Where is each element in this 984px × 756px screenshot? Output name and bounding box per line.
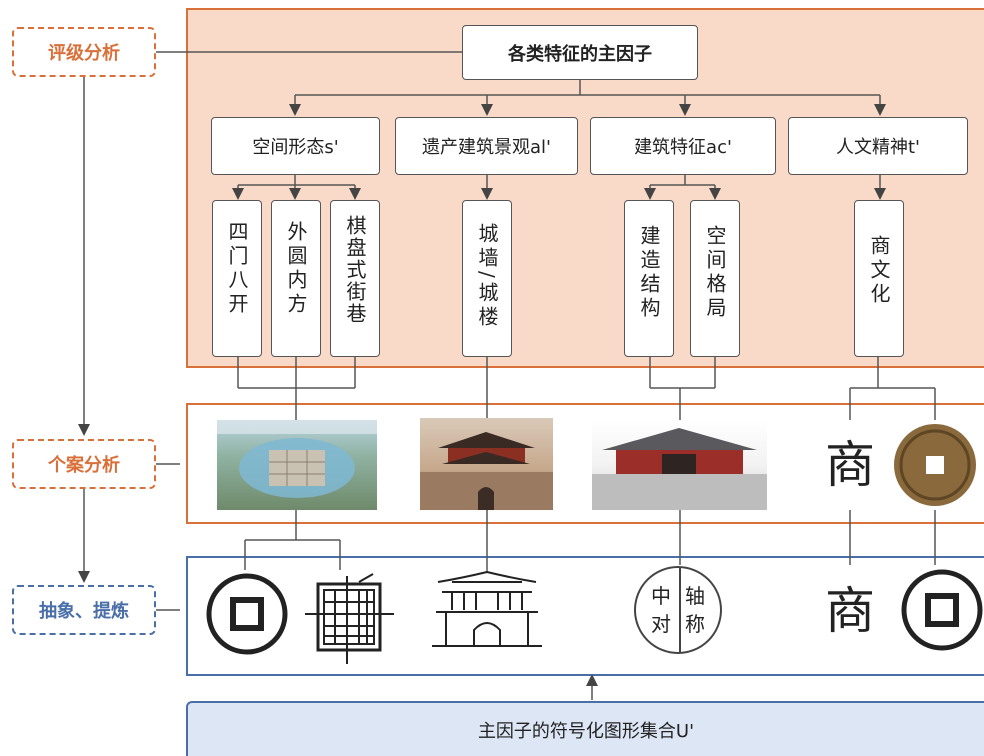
footer-label: 主因子的符号化图形集合U' (477, 720, 695, 742)
child-grid-streets: 棋盘式街巷 (330, 200, 380, 357)
side-label-abstract-text: 抽象、提炼 (39, 601, 129, 622)
category-label: 建筑特征ac' (634, 137, 732, 158)
side-label-case-text: 个案分析 (48, 455, 120, 476)
child-label: 外圆内方 (284, 221, 308, 317)
root-node: 各类特征的主因子 (462, 25, 698, 80)
footer-box: 主因子的符号化图形集合U' (186, 701, 984, 756)
category-heritage-landscape: 遗产建筑景观al' (395, 117, 578, 175)
coin-symbol-icon-2 (901, 569, 983, 651)
ancient-coin-image (890, 418, 984, 512)
shang-symbol-icon: 商 (822, 568, 878, 654)
child-building-structure: 建造结构 (624, 200, 674, 357)
aerial-city-image (217, 420, 377, 510)
category-label: 人文精神t' (835, 137, 920, 158)
category-label: 空间形态s' (252, 137, 339, 158)
central-axis-symmetry-icon: 中 轴 对 称 (634, 566, 722, 654)
traditional-hall-image (592, 420, 767, 510)
city-gate-tower-image (420, 418, 553, 510)
axis-char: 称 (685, 612, 705, 636)
shang-seal-image: 商 (820, 420, 880, 510)
axis-char: 轴 (685, 584, 705, 608)
axis-char: 对 (651, 612, 671, 636)
child-label: 建造结构 (637, 225, 661, 321)
side-label-abstract: 抽象、提炼 (12, 585, 156, 635)
side-label-case: 个案分析 (12, 439, 156, 489)
root-node-label: 各类特征的主因子 (508, 43, 652, 65)
shang-seal-char: 商 (825, 436, 875, 494)
axis-line (679, 568, 681, 652)
axis-char: 中 (651, 584, 671, 608)
coin-symbol-icon (206, 573, 288, 655)
shang-symbol-char: 商 (825, 582, 875, 640)
category-spatial-form: 空间形态s' (211, 117, 380, 175)
child-label: 四门八开 (225, 221, 249, 317)
category-label: 遗产建筑景观al' (422, 137, 551, 158)
category-architecture: 建筑特征ac' (590, 117, 776, 175)
child-round-outside-square-inside: 外圆内方 (271, 200, 321, 357)
child-city-wall: 城墙/城楼 (462, 200, 512, 357)
category-humanistic-spirit: 人文精神t' (788, 117, 968, 175)
child-label: 棋盘式街巷 (343, 215, 367, 325)
child-shang-culture: 商文化 (854, 200, 904, 357)
side-label-rating-text: 评级分析 (48, 43, 120, 64)
child-spatial-layout: 空间格局 (690, 200, 740, 357)
child-label: 城墙/城楼 (475, 223, 499, 330)
child-label: 商文化 (867, 235, 891, 307)
child-four-gates: 四门八开 (212, 200, 262, 357)
side-label-rating: 评级分析 (12, 27, 156, 77)
grid-streets-icon (305, 573, 394, 664)
child-label: 空间格局 (703, 225, 727, 321)
city-gate-icon (432, 570, 542, 647)
